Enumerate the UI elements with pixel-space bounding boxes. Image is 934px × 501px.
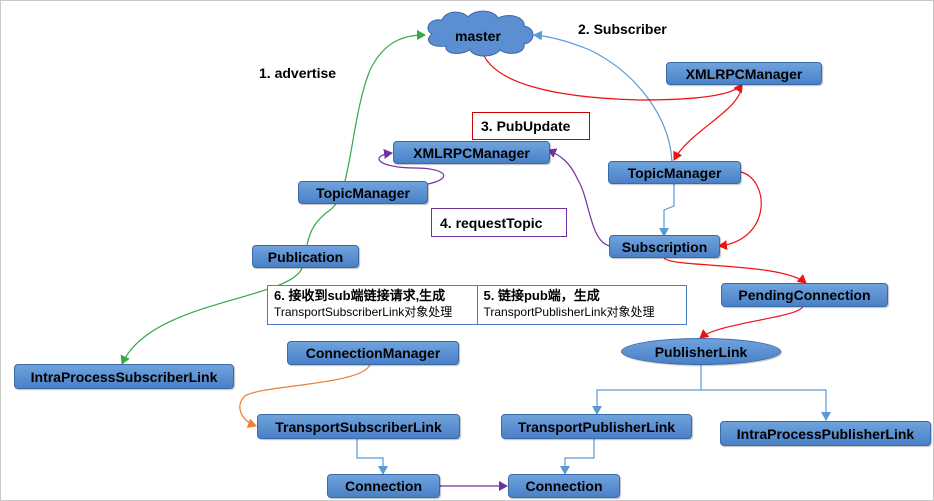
edge-topicmanager-subscription: [659, 183, 675, 237]
node-connection-manager[interactable]: ConnectionManager: [287, 341, 459, 365]
node-intra-process-publisher-link[interactable]: IntraProcessPublisherLink: [720, 421, 931, 446]
note-right-body: TransportPublisherLink对象处理: [483, 305, 655, 319]
node-topic-manager-right[interactable]: TopicManager: [608, 161, 741, 184]
node-xmlrpc-manager-left[interactable]: XMLRPCManager: [393, 141, 550, 164]
note-left-title: 6. 接收到sub端链接请求,生成: [274, 288, 446, 303]
edge-publication-intra: [120, 267, 303, 365]
node-topic-manager-left[interactable]: TopicManager: [298, 181, 428, 204]
edge-topic-xmlrpc-loop: [378, 149, 445, 185]
note-left-body: TransportSubscriberLink对象处理: [274, 305, 453, 319]
edge-subscription-pending: [663, 257, 807, 284]
edge-connmgr-tsl: [239, 363, 371, 428]
edge-master-xmlrpc: [480, 47, 743, 101]
edge-tsl-connection: [356, 438, 388, 475]
node-subscription[interactable]: Subscription: [609, 235, 720, 258]
edge-tpl-connection: [560, 438, 595, 475]
node-publisher-link[interactable]: PublisherLink: [621, 338, 781, 365]
label-pub-update: 3. PubUpdate: [472, 112, 590, 140]
note-right: 5. 链接pub端，生成 TransportPublisherLink对象处理: [476, 286, 687, 324]
node-xmlrpc-manager-right[interactable]: XMLRPCManager: [666, 62, 822, 85]
node-publication[interactable]: Publication: [252, 245, 359, 268]
note-right-title: 5. 链接pub端，生成: [483, 288, 600, 303]
node-connection-left[interactable]: Connection: [327, 474, 440, 498]
node-intra-process-subscriber-link[interactable]: IntraProcessSubscriberLink: [14, 364, 234, 389]
edge-publisherlink-intra: [701, 389, 831, 421]
node-pending-connection[interactable]: PendingConnection: [721, 283, 888, 307]
edge-subscriber: [533, 30, 673, 163]
master-cloud: [427, 10, 534, 57]
edge-request-topic: [547, 148, 611, 247]
label-subscriber: 2. Subscriber: [578, 21, 667, 37]
node-transport-publisher-link[interactable]: TransportPublisherLink: [501, 414, 692, 439]
edge-advertise: [306, 30, 426, 246]
edge-publisherlink-transport: [592, 363, 702, 415]
note-left: 6. 接收到sub端链接请求,生成 TransportSubscriberLin…: [268, 286, 477, 324]
edge-xmlrpc-topicmanager: [673, 83, 743, 161]
label-advertise: 1. advertise: [259, 65, 337, 81]
edge-topicmanager-subscription-red: [718, 171, 762, 251]
node-transport-subscriber-link[interactable]: TransportSubscriberLink: [257, 414, 460, 439]
master-node[interactable]: master: [455, 28, 501, 44]
label-request-topic: 4. requestTopic: [431, 208, 567, 237]
node-connection-right[interactable]: Connection: [508, 474, 620, 498]
edge-pending-publisherlink: [699, 305, 804, 339]
note-box: 6. 接收到sub端链接请求,生成 TransportSubscriberLin…: [267, 285, 687, 325]
